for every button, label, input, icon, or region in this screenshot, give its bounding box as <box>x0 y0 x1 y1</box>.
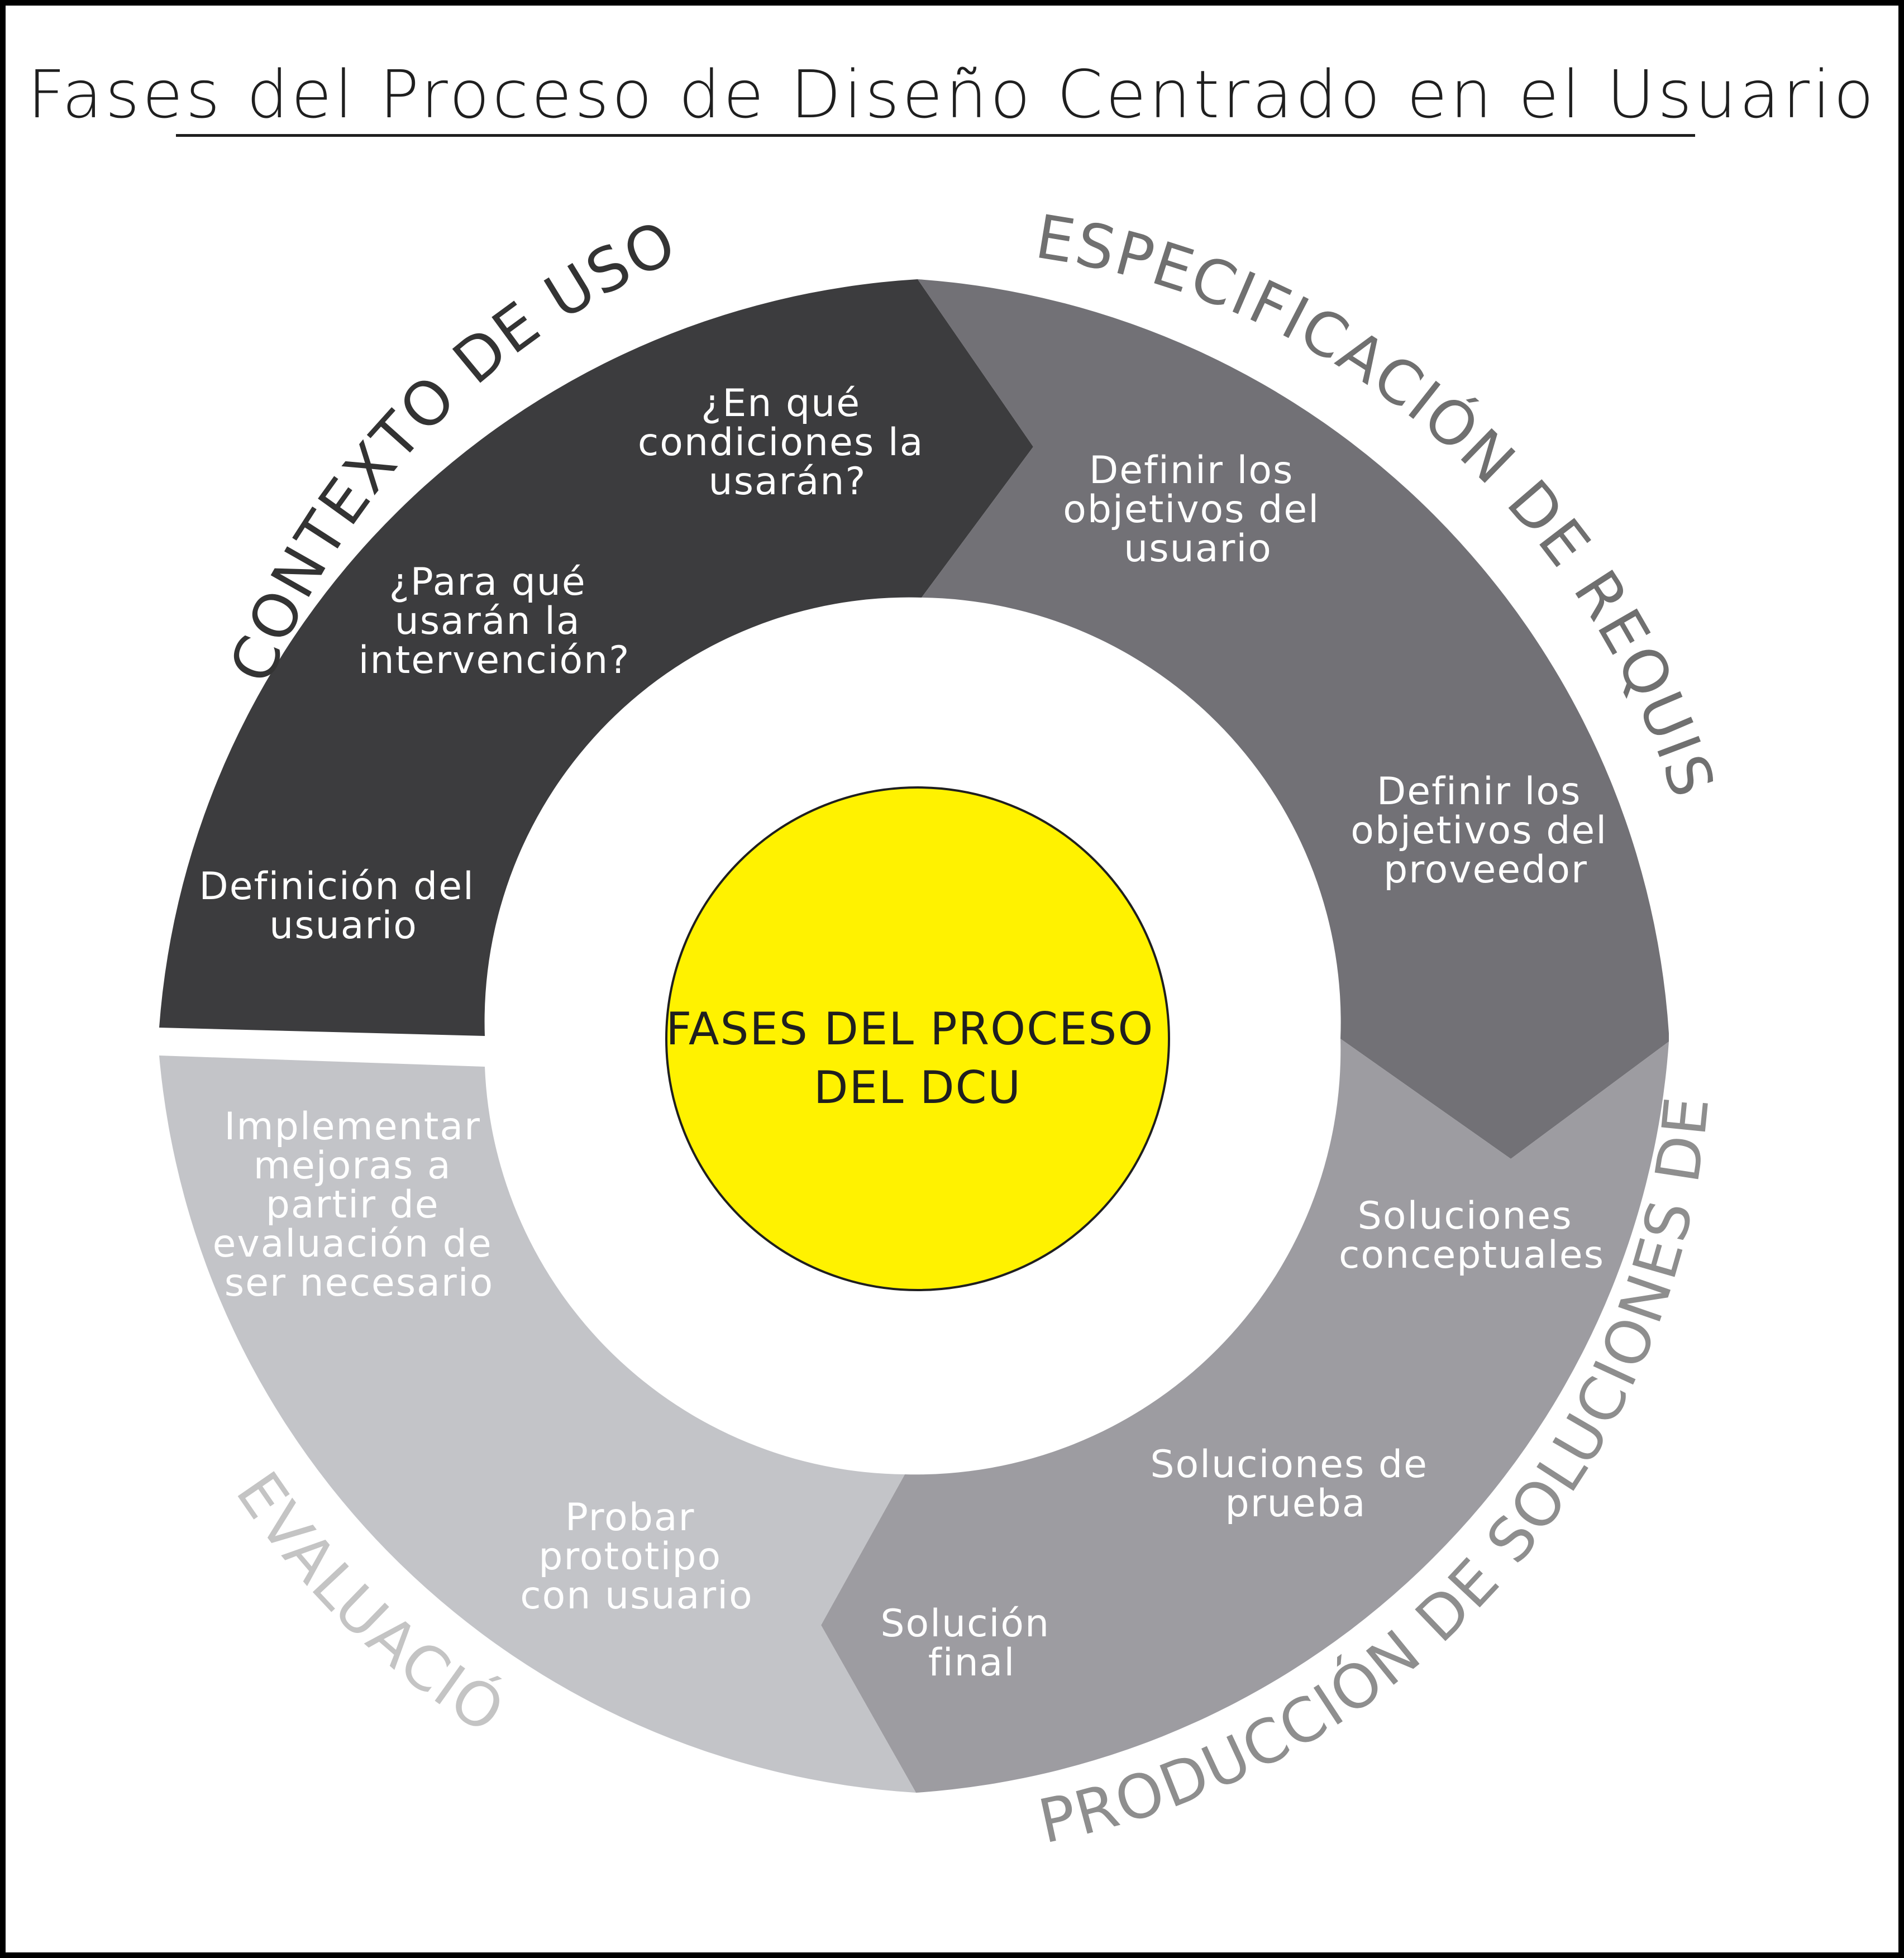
segment-especificacion-de-requisitos <box>918 279 1669 1159</box>
center-line-2: DEL DCU <box>814 1062 1022 1114</box>
diagram-title: Fases del Proceso de Diseño Centrado en … <box>27 56 1877 133</box>
segment-evaluacion <box>159 1056 916 1793</box>
item-objetivos-del-proveedor: Definir los objetivos del proveedor <box>1351 770 1620 892</box>
item-objetivos-del-usuario: Definir los objetivos del usuario <box>1063 448 1333 571</box>
title-underline <box>176 134 1695 137</box>
center-line-1: FASES DEL PROCESO <box>666 1003 1154 1055</box>
center-circle <box>665 786 1170 1291</box>
item-soluciones-de-prueba: Soluciones de prueba <box>1150 1443 1441 1526</box>
item-implementar-mejoras: Implementar mejoras a partir de evaluaci… <box>213 1105 506 1305</box>
center-title: FASES DEL PROCESO DEL DCU <box>666 1003 1169 1114</box>
item-probar-prototipo: Probar prototipo con usuario <box>520 1496 753 1618</box>
item-para-que-usaran: ¿Para qué usarán la intervención? <box>359 560 631 682</box>
item-en-que-condiciones: ¿En qué condiciones la usarán? <box>638 381 937 504</box>
segment-produccion-de-soluciones <box>821 1039 1669 1793</box>
segment-contexto-de-uso <box>159 279 1033 1036</box>
item-soluciones-conceptuales: Soluciones conceptuales <box>1339 1194 1605 1277</box>
item-definicion-del-usuario: Definición del usuario <box>199 865 488 948</box>
item-solucion-final: Solución final <box>880 1602 1063 1685</box>
